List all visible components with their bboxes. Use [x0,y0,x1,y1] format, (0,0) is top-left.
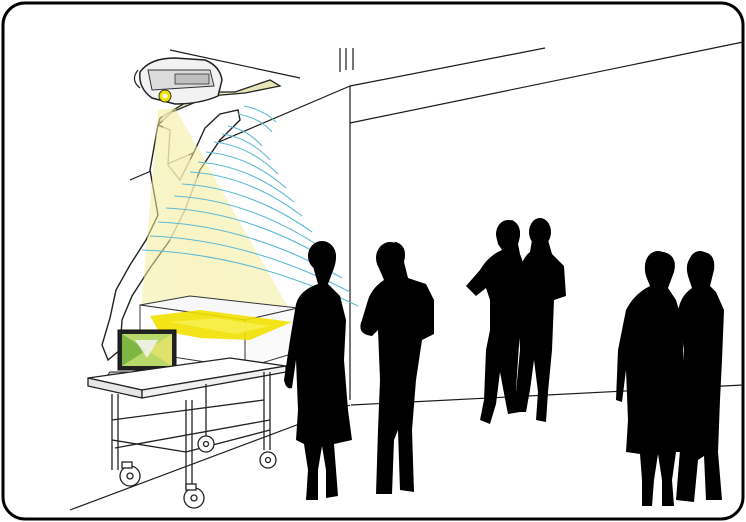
scene-svg [0,0,746,522]
illustration-frame [0,0,746,522]
